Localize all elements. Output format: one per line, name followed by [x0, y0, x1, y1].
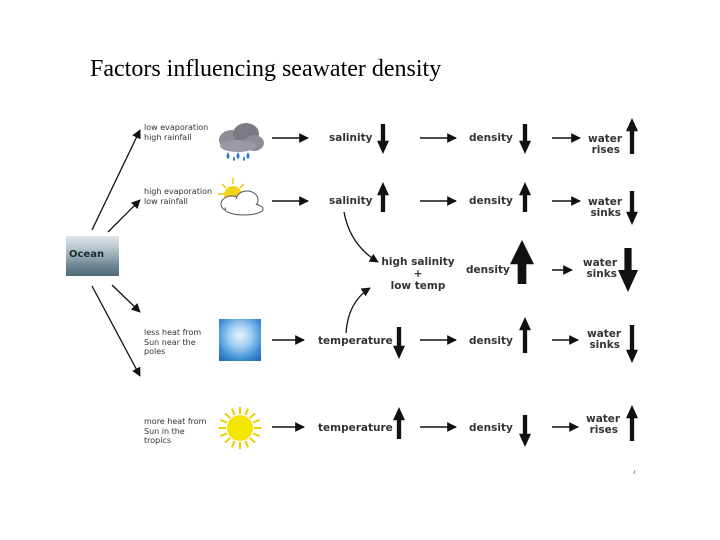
row3-property-down-arrow [393, 327, 405, 359]
row3-density-up-arrow [519, 317, 531, 353]
row1-density-down-arrow [519, 124, 531, 154]
row4-result-up-arrow [626, 405, 638, 441]
sun-ray [249, 412, 256, 419]
combined-result: water sinks [582, 257, 617, 280]
row2-result-down-arrow [626, 191, 638, 225]
row2-property-up-arrow [377, 182, 389, 212]
row1-result-up-arrow [626, 118, 638, 154]
salinity-to-combined-curve [343, 211, 379, 263]
rain-cloud-icon [219, 123, 264, 161]
sun-ray [231, 440, 236, 448]
combined-label: high salinity + low temp [381, 256, 455, 292]
row2-property: salinity [329, 195, 373, 207]
sun-ray [252, 419, 260, 424]
row2-density-up-arrow [519, 182, 531, 212]
row2-density: density [469, 195, 513, 207]
combined-density-up-arrow [510, 240, 534, 284]
ocean-label: Ocean [69, 249, 105, 260]
row1-density: density [469, 132, 513, 144]
row3-result: water sinks [587, 328, 622, 351]
row3-property: temperature [318, 335, 393, 347]
ocean-to-row3-line [111, 284, 141, 313]
row1-property: salinity [329, 132, 373, 144]
temperature-to-combined-curve [345, 287, 371, 334]
sun-ray [252, 432, 260, 437]
row1-cause: low evaporation high rainfall [144, 123, 209, 142]
combined-result-down-arrow [618, 248, 638, 292]
row3-result-down-arrow [626, 325, 638, 363]
row4-density: density [469, 422, 513, 434]
ocean-to-row4-line [91, 285, 141, 377]
sun-ray [231, 408, 236, 416]
ocean-to-row1-line [91, 129, 141, 231]
sun-ray [224, 412, 231, 419]
row4-density-down-arrow [519, 415, 531, 447]
sun-ray [220, 432, 228, 437]
sun-ray [244, 440, 249, 448]
sun-icon [219, 407, 261, 449]
direction-arrows [377, 118, 638, 447]
row1-result: water rises [588, 133, 623, 156]
row2-cause: high evaporation low rainfall [144, 187, 213, 206]
sun-cloud-icon [218, 178, 264, 216]
ice-icon [219, 319, 261, 361]
row3-cause: less heat from Sun near the poles [144, 328, 202, 356]
sun-ray [249, 437, 256, 444]
combined-density: density [466, 264, 510, 276]
sun-ray [224, 437, 231, 444]
page-title: Factors influencing seawater density [90, 56, 442, 82]
row1-property-down-arrow [377, 124, 389, 154]
ocean-image: Ocean [66, 236, 119, 276]
sun-ray [220, 419, 228, 424]
stray-mark [633, 469, 636, 475]
ocean-to-row2-line [107, 199, 141, 233]
sun-ray [244, 408, 249, 416]
row4-property: temperature [318, 422, 393, 434]
row3-density: density [469, 335, 513, 347]
row4-result: water rises [586, 413, 621, 436]
row4-cause: more heat from Sun in the tropics [144, 417, 207, 445]
horizontal-arrows [272, 133, 581, 432]
row4-property-up-arrow [393, 407, 405, 439]
row2-result: water sinks [588, 196, 623, 219]
